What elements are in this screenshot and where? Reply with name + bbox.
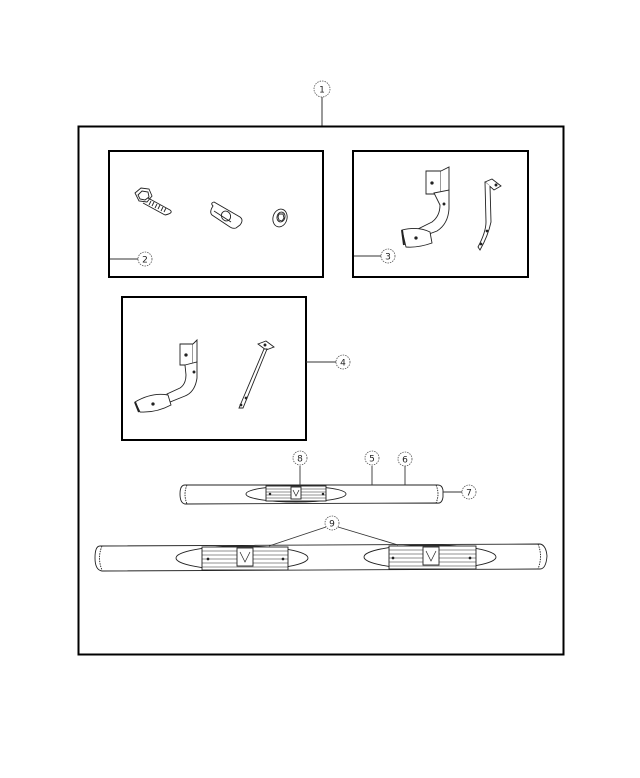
svg-text:9: 9 <box>329 520 335 530</box>
callout-4[interactable]: 4 <box>306 354 351 370</box>
svg-text:4: 4 <box>340 359 346 369</box>
callout-7[interactable]: 7 <box>443 484 477 500</box>
svg-text:3: 3 <box>385 253 391 263</box>
callout-5[interactable]: 5 <box>364 450 380 485</box>
callout-2[interactable]: 2 <box>110 251 153 267</box>
curved-bracket-icon <box>134 338 198 413</box>
curved-bracket-icon <box>401 166 450 248</box>
brackets-b-group: 4 <box>121 296 351 441</box>
kit-outer-frame <box>77 125 565 656</box>
svg-text:5: 5 <box>369 455 375 465</box>
nut-plate-icon <box>210 201 243 229</box>
svg-text:6: 6 <box>402 456 408 466</box>
hardware-group: 2 <box>108 150 324 278</box>
svg-text:1: 1 <box>319 86 325 96</box>
hex-bolt-icon <box>134 187 172 216</box>
brackets-a-group: 3 <box>352 150 529 278</box>
callout-9[interactable]: 9 <box>268 515 399 547</box>
callout-8[interactable]: 8 <box>292 450 308 486</box>
svg-text:7: 7 <box>466 489 472 499</box>
svg-text:2: 2 <box>142 256 148 266</box>
flange-nut-icon <box>272 208 288 228</box>
svg-text:8: 8 <box>297 455 303 465</box>
short-step-bar <box>179 484 444 505</box>
long-step-bar <box>94 543 548 572</box>
callout-3[interactable]: 3 <box>354 248 396 264</box>
strap-bracket-icon <box>238 340 275 409</box>
callout-6[interactable]: 6 <box>397 451 413 485</box>
strap-bracket-icon <box>477 178 502 251</box>
callout-1[interactable]: 1 <box>313 80 331 126</box>
